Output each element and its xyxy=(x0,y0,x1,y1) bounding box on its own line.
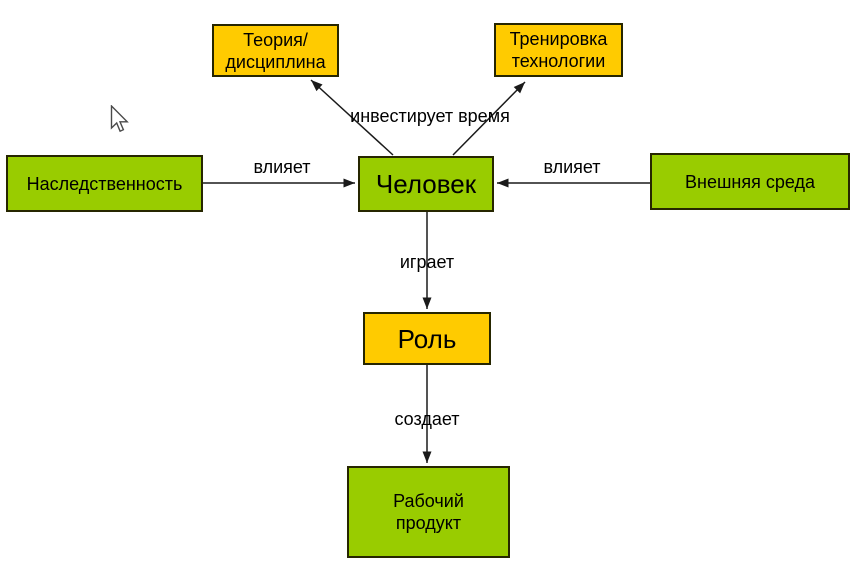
node-label: Тренировка xyxy=(509,29,608,49)
node-person[interactable]: Человек xyxy=(358,156,494,212)
edge-label-plays: играет xyxy=(399,252,455,272)
node-work-product[interactable]: Рабочий продукт xyxy=(347,466,510,558)
edge-label-influences-right: влияет xyxy=(543,157,601,177)
node-environment[interactable]: Внешняя среда xyxy=(650,153,850,210)
node-label: технологии xyxy=(511,51,606,71)
edge-label-invests-time: инвестирует время xyxy=(350,106,510,126)
edge-label-creates: создает xyxy=(394,409,460,429)
node-heredity[interactable]: Наследственность xyxy=(6,155,203,212)
node-training-technology[interactable]: Тренировка технологии xyxy=(494,23,623,77)
node-role[interactable]: Роль xyxy=(363,312,491,365)
arrow-pointer-icon xyxy=(110,105,129,133)
node-label: Внешняя среда xyxy=(685,171,815,192)
node-label: Роль xyxy=(397,323,457,354)
node-theory-discipline[interactable]: Теория/ дисциплина xyxy=(212,24,339,77)
edge-person-training xyxy=(452,81,526,156)
node-label: Человек xyxy=(375,169,477,199)
node-label: дисциплина xyxy=(225,51,326,72)
node-label: Теория/ xyxy=(243,29,308,50)
edge-label-influences-left: влияет xyxy=(253,157,311,177)
node-label: продукт xyxy=(395,513,462,533)
node-label: Наследственность xyxy=(26,173,183,194)
node-label: Рабочий xyxy=(393,491,464,511)
edge-person-theory xyxy=(310,79,394,156)
